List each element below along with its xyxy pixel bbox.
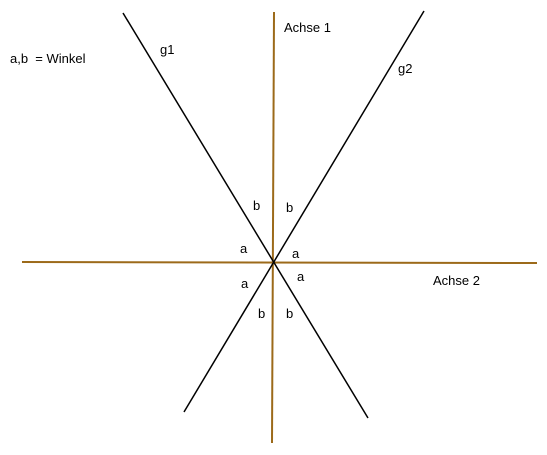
angle-b-upper-left: b bbox=[253, 198, 260, 213]
angle-a-lower-right: a bbox=[297, 269, 305, 284]
g2-line bbox=[183, 10, 425, 413]
angle-b-lower-right: b bbox=[286, 306, 293, 321]
legend-text: a,b = Winkel bbox=[10, 51, 86, 66]
g1-label: g1 bbox=[160, 42, 174, 57]
axis-2-line bbox=[21, 261, 538, 264]
axis-1-label: Achse 1 bbox=[284, 20, 331, 35]
angle-a-upper-right: a bbox=[292, 246, 300, 261]
axis-1-line bbox=[271, 11, 275, 444]
angle-a-upper-left: a bbox=[240, 241, 248, 256]
angle-b-upper-right: b bbox=[286, 200, 293, 215]
angle-a-lower-left: a bbox=[241, 276, 249, 291]
g2-label: g2 bbox=[398, 61, 412, 76]
axis-2-label: Achse 2 bbox=[433, 273, 480, 288]
angle-b-lower-left: b bbox=[258, 306, 265, 321]
g1-line bbox=[122, 12, 369, 419]
